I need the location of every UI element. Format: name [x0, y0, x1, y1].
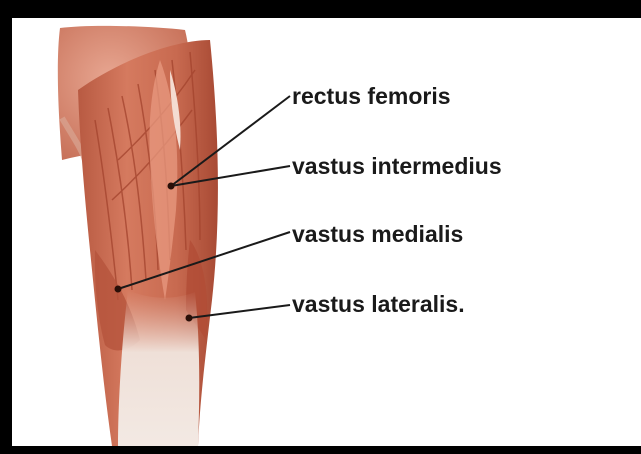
label-vastus-medialis: vastus medialis [292, 221, 463, 247]
label-rectus-femoris: rectus femoris [292, 83, 451, 109]
dot-vastus-lateralis [186, 315, 193, 322]
dot-rectus-femoris [168, 183, 175, 190]
dot-vastus-medialis [115, 286, 122, 293]
thigh-muscle-diagram: rectus femoris vastus intermedius vastus… [12, 18, 641, 446]
label-vastus-lateralis: vastus lateralis. [292, 291, 465, 317]
knee-tendon [118, 290, 199, 446]
label-vastus-intermedius: vastus intermedius [292, 153, 502, 179]
diagram-canvas: rectus femoris vastus intermedius vastus… [12, 18, 641, 446]
